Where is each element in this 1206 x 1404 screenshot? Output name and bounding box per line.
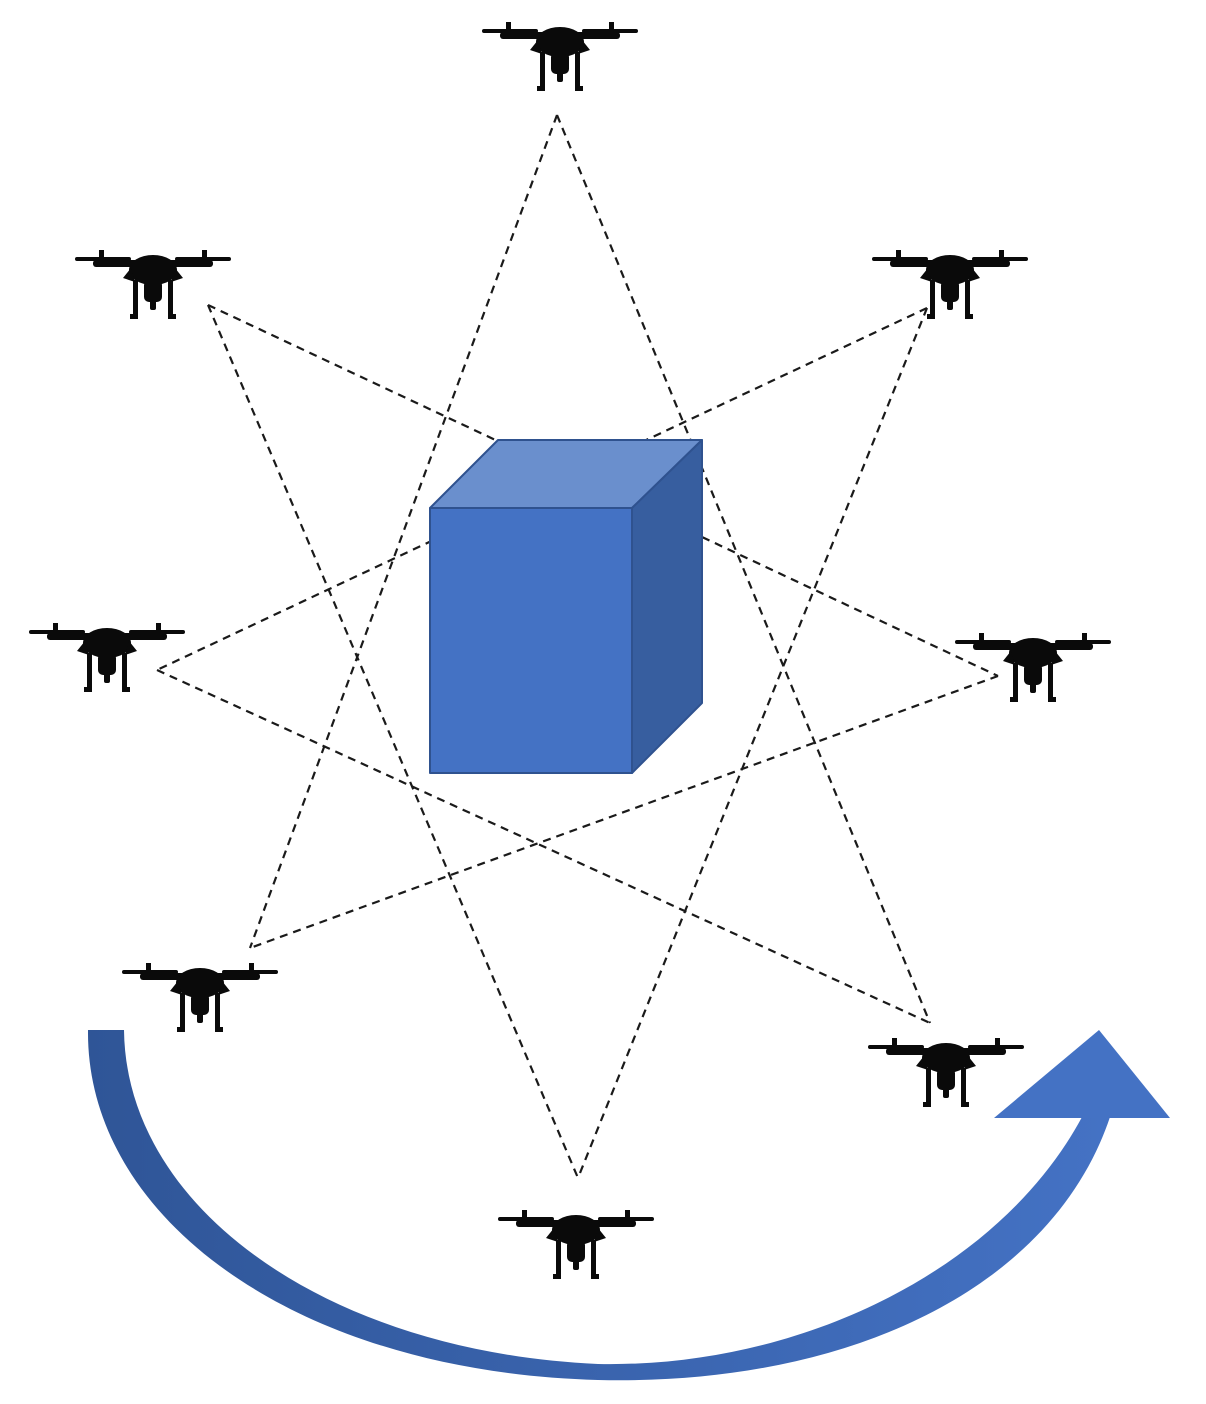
drone-icon-bottom bbox=[498, 1210, 654, 1279]
drone-icon-upper-right bbox=[872, 250, 1028, 319]
drone-icon-left bbox=[29, 623, 185, 692]
orbit-arrow-head bbox=[994, 1030, 1170, 1118]
orbit-arrow-shaft bbox=[87, 1030, 1110, 1381]
cube-front-face bbox=[429, 507, 633, 774]
drone-icon-lower-right bbox=[868, 1038, 1024, 1107]
target-cube bbox=[429, 439, 703, 774]
drone-icon-right bbox=[955, 633, 1111, 702]
drone-icon-upper-left bbox=[75, 250, 231, 319]
drone-icon-lower-left bbox=[122, 963, 278, 1032]
orbit-arrow bbox=[87, 1030, 1170, 1381]
drone-icon-top bbox=[482, 22, 638, 91]
